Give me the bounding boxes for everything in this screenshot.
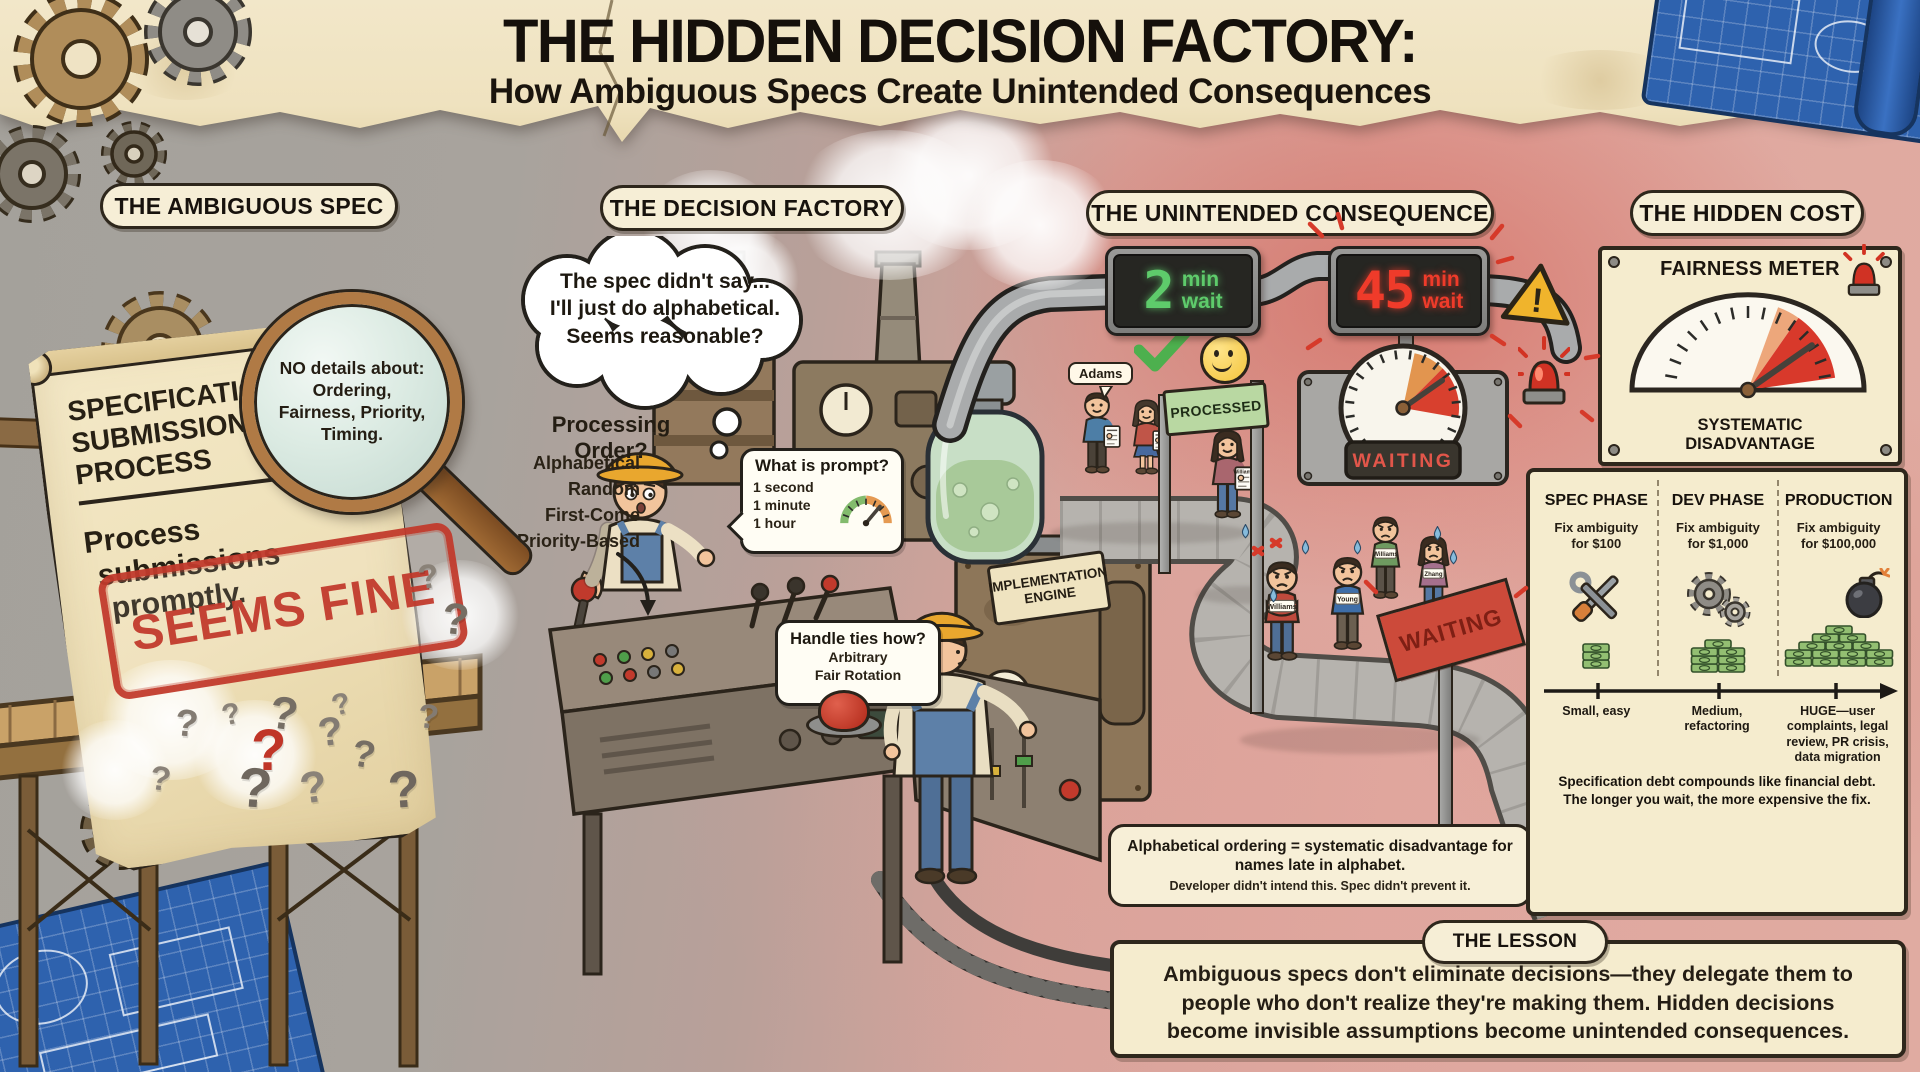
sweat-drop-icon — [1269, 588, 1278, 603]
question-mark: ? — [416, 697, 441, 737]
svg-text:Young: Young — [1337, 596, 1358, 603]
money-huge-icon — [1784, 625, 1893, 667]
section-pill-hidden-cost: THE HIDDEN COST — [1630, 190, 1864, 236]
prompt-gauge-icon — [840, 495, 892, 526]
lesson-text-bold: Ambiguous specs don't — [1163, 962, 1406, 986]
poster-title: THE HIDDEN DECISION FACTORY: — [503, 7, 1418, 76]
poster-subtitle: How Ambiguous Specs Create Unintended Co… — [488, 72, 1432, 112]
gears-icon — [1686, 572, 1751, 628]
lesson-text-bold: unintended consequences. — [1571, 1019, 1850, 1044]
question-mark: ? — [386, 759, 422, 821]
section-pill-unintended-consequence: THE UNINTENDED CONSEQUENCE — [1086, 190, 1494, 236]
person-crowd-williams: Williams — [1264, 561, 1300, 661]
magnifier-icon: NO details about: Ordering, Fairness, Pr… — [242, 292, 462, 512]
processing-order-title: Processing Order? — [551, 412, 671, 463]
sweat-drop-icon — [1353, 540, 1362, 555]
wait-minutes-fast: 2 — [1143, 261, 1174, 321]
ordering-note: Alphabetical ordering = systematic disad… — [1108, 824, 1532, 908]
section-pill-ambiguous-spec: THE AMBIGUOUS SPEC — [100, 183, 398, 229]
fairness-meter-title: FAIRNESS METER — [1660, 258, 1840, 280]
svg-text:Williams: Williams — [1267, 602, 1297, 611]
money-small-icon — [1582, 643, 1611, 669]
lesson-pill: THE LESSON — [1422, 920, 1608, 964]
bomb-icon — [1845, 568, 1890, 618]
curved-arrow-icon — [616, 552, 656, 616]
checkmark-icon — [1134, 324, 1194, 372]
wait-minutes-slow: 45 — [1354, 261, 1416, 321]
waiting-gauge: WAITING — [1297, 343, 1509, 486]
processed-sign: PROCESSED — [1162, 381, 1270, 437]
magnifier-note: NO details about: Ordering, Fairness, Pr… — [278, 358, 426, 444]
svg-text:Williams: Williams — [1233, 469, 1254, 475]
siren-icon — [1518, 336, 1570, 405]
title-banner: THE HIDDEN DECISION FACTORY: How Ambiguo… — [0, 0, 1920, 150]
siren-icon — [1843, 244, 1885, 296]
ties-callout: Handle ties how? Arbitrary Fair Rotation — [775, 620, 941, 720]
prompt-callout: What is prompt? 1 second 1 minute 1 hour — [726, 448, 904, 554]
waiting-gauge-label: WAITING — [1353, 450, 1454, 472]
fairness-meter-caption: SYSTEMATIC DISADVANTAGE — [1685, 416, 1815, 454]
sweat-drop-icon — [1449, 550, 1458, 565]
cost-comparison-panel: SPEC PHASE Fix ambiguity for $100 DEV PH… — [1526, 468, 1908, 916]
fairness-meter-panel: FAIRNESS METER SYSTEMATIC DISADVANTAGE — [1598, 244, 1902, 466]
warning-icon: ! — [1500, 263, 1570, 326]
phase-spec: SPEC PHASE Fix ambiguity for $100 — [1536, 480, 1657, 676]
spec-debt-note: Specification debt compounds like financ… — [1558, 774, 1876, 807]
person-crowd-williams-2: Williams — [1370, 516, 1401, 599]
worker-confused — [570, 452, 716, 641]
person-baker — [1131, 399, 1169, 475]
question-mark: ? — [439, 593, 472, 646]
money-medium-icon — [1690, 639, 1746, 673]
thought-bubble — [521, 236, 803, 460]
section-pill-decision-factory: THE DECISION FACTORY — [600, 185, 904, 231]
adams-name-tag: Adams — [1068, 362, 1134, 385]
queue-walkway — [1060, 496, 1598, 921]
fairness-gauge — [1629, 292, 1867, 399]
svg-text:Williams: Williams — [1373, 551, 1398, 558]
person-walking: Williams — [1210, 430, 1254, 519]
phase-production: PRODUCTION Fix ambiguity for $100,000 — [1777, 480, 1898, 676]
lesson-text-bold: assumptions — [1346, 1019, 1479, 1044]
processing-order-options: Alphabetical Random First-Come Priority-… — [516, 453, 640, 552]
lesson-text: become — [1478, 1019, 1572, 1044]
smiley-icon — [1200, 334, 1250, 384]
red-button — [818, 690, 870, 732]
thought-bubble-text: The spec didn't say... I'll just do alph… — [549, 270, 781, 348]
phase-dev: DEV PHASE Fix ambiguity for $1,000 — [1656, 480, 1778, 676]
paper-tear — [598, 0, 622, 137]
sweat-drop-icon — [1433, 526, 1442, 541]
tools-icon — [1569, 571, 1619, 622]
sweat-drop-icon — [1301, 540, 1310, 555]
cost-axis — [1544, 683, 1898, 699]
question-mark: ? — [172, 701, 201, 747]
person-crowd-young: Young — [1330, 557, 1365, 650]
svg-text:Zhang: Zhang — [1424, 571, 1443, 578]
question-mark: ? — [251, 718, 287, 783]
sweat-drop-icon — [1241, 524, 1250, 539]
gear-icon — [0, 0, 252, 223]
lesson-text: eliminate decisions—they delegate them t… — [1166, 962, 1853, 1044]
tag-tail — [1098, 386, 1114, 400]
